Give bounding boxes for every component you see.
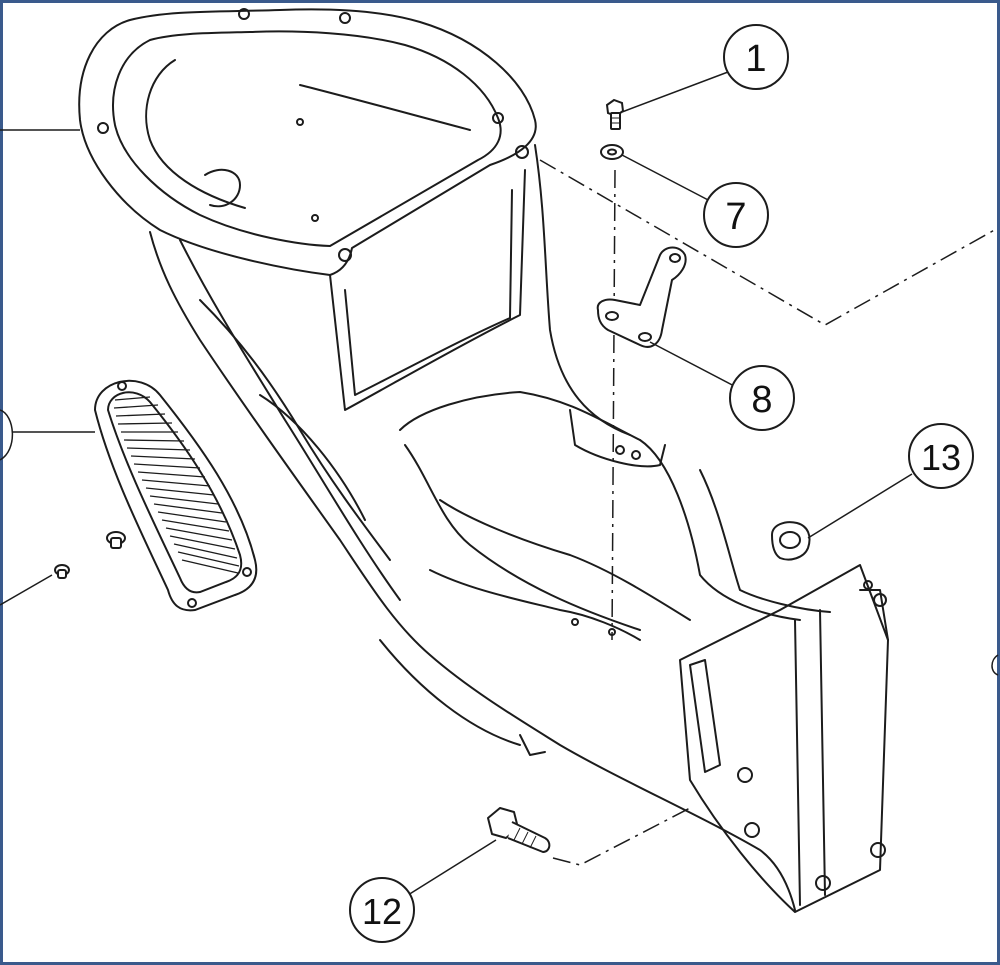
callout-12: 12 bbox=[349, 877, 415, 943]
bolt-12-icon bbox=[487, 807, 551, 853]
callout-1-leader bbox=[621, 71, 729, 113]
callout-1-label: 1 bbox=[745, 38, 766, 80]
callout-7-leader bbox=[621, 154, 713, 203]
callout-8-label: 8 bbox=[751, 379, 772, 421]
callout-8-leader bbox=[649, 341, 739, 389]
bolt-1-icon bbox=[605, 98, 625, 130]
callout-7-label: 7 bbox=[725, 196, 746, 238]
callout-12-label: 12 bbox=[362, 891, 402, 932]
grille-screw-icon bbox=[54, 531, 126, 579]
washer-7-icon bbox=[600, 144, 624, 160]
bushing-13-icon bbox=[770, 521, 811, 561]
vent-grille bbox=[93, 379, 258, 612]
callout-12-leader bbox=[407, 839, 497, 896]
bracket-8-icon bbox=[596, 246, 687, 348]
callout-13: 13 bbox=[908, 423, 974, 489]
assembly-lines bbox=[539, 159, 999, 866]
right-callout-arc bbox=[991, 654, 999, 676]
screw-leader bbox=[0, 574, 53, 606]
callout-8: 8 bbox=[729, 365, 795, 431]
callout-1: 1 bbox=[723, 24, 789, 90]
callout-13-leader bbox=[807, 473, 913, 539]
housing-part bbox=[78, 8, 889, 913]
callout-7: 7 bbox=[703, 182, 769, 248]
callout-13-label: 13 bbox=[921, 437, 961, 478]
left-callout-arc bbox=[0, 409, 14, 461]
